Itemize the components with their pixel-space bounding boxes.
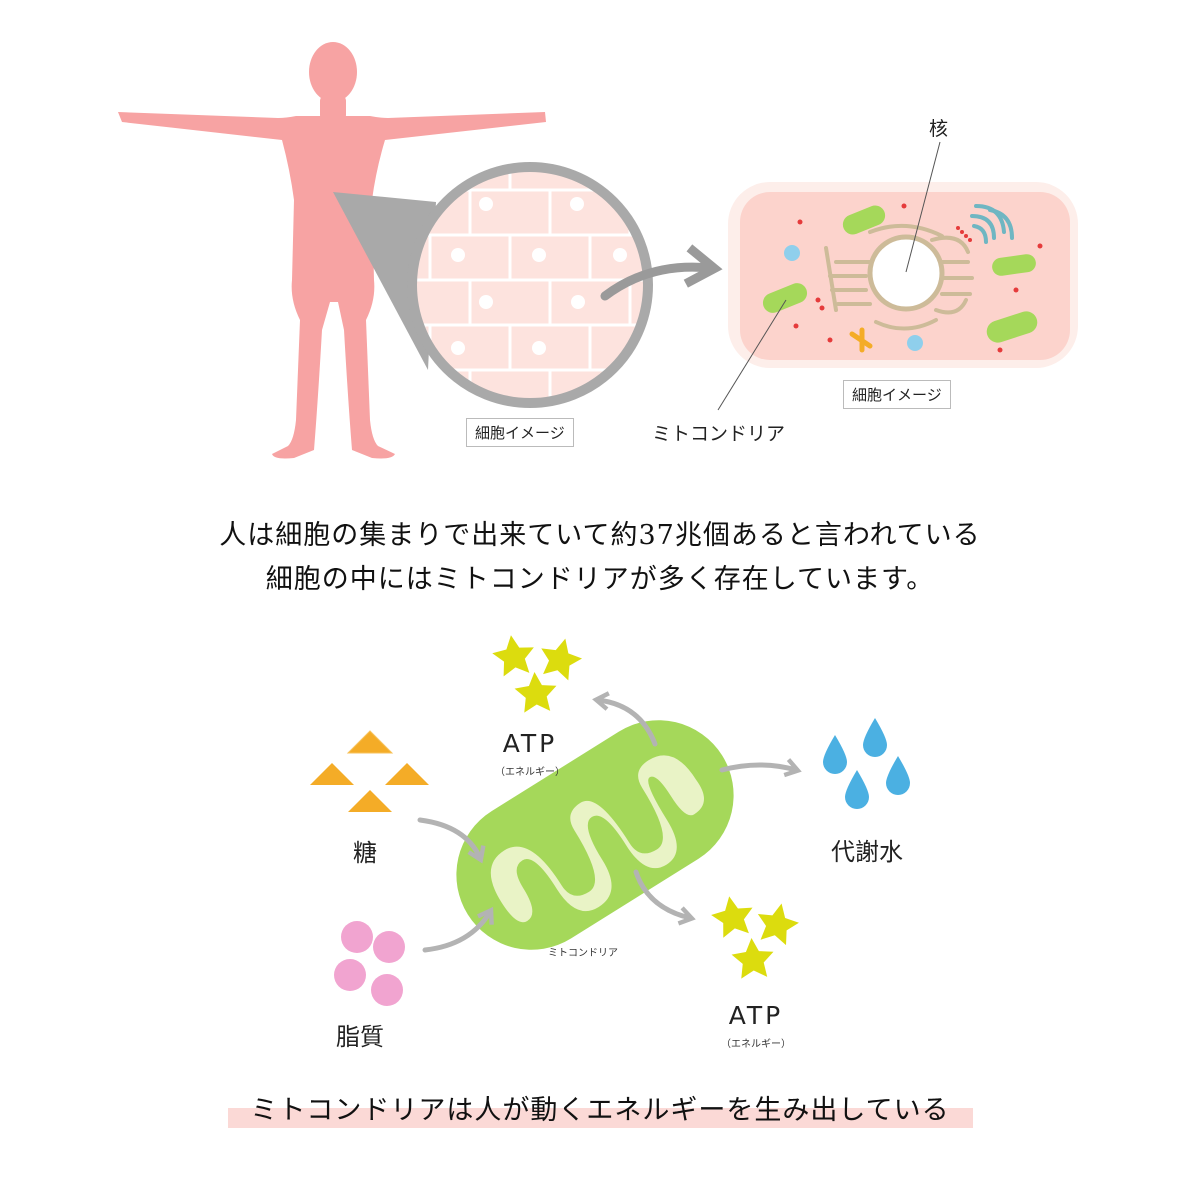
flow-arrows [417,691,802,953]
atp-bottom-sublabel: （エネルギー） [721,1039,791,1050]
atp-top-sublabel: （エネルギー） [495,767,565,778]
centriole [849,327,873,353]
water-drops [823,718,910,809]
mitochondria-label: ミトコンドリア [652,423,786,445]
endoplasmic-reticulum [824,223,974,331]
water-label: 代謝水 [831,838,903,866]
golgi-apparatus [970,204,1014,244]
cell-mitochondria [762,205,1038,343]
mitochondria-leader-line [717,299,787,411]
nucleus-leader-line [905,141,941,273]
arrow-sugar-in [417,817,486,864]
atp-bottom-label: ATP [728,1001,784,1030]
cell-image-label-left: 細胞イメージ [466,418,574,447]
lipid-label: 脂質 [336,1023,384,1051]
caption-line-1: 人は細胞の集まりで出来ていて約37兆個あると言われている [219,520,981,551]
ribosomes [793,203,1043,353]
arrow-atp-bottom-out [633,869,696,926]
zoom-arrow [600,244,723,301]
sugar-triangles [310,730,429,812]
atp-stars-top [492,635,583,713]
atp-stars-bottom [711,896,799,979]
human-body-silhouette [118,42,546,459]
nucleus [867,234,945,312]
footer-highlight [228,1108,973,1128]
mitochondria-center-label: ミトコンドリア [548,948,618,959]
caption-line-2: 細胞の中にはミトコンドリアが多く存在しています。 [265,564,935,595]
lipid-circles [334,921,405,1006]
nucleus-label: 核 [929,118,949,140]
arrow-atp-top-out [592,691,658,747]
sugar-label: 糖 [353,839,377,867]
detailed-cell [728,182,1078,368]
footer-text: ミトコンドリアは人が動くエネルギーを生み出している [250,1095,950,1126]
cell-image-label-right: 細胞イメージ [843,380,951,409]
arrow-lipid-in [422,906,494,953]
mitochondrion [456,720,734,950]
arrow-water-out [719,758,802,778]
atp-top-label: ATP [502,729,558,758]
zoom-cone [333,192,436,370]
